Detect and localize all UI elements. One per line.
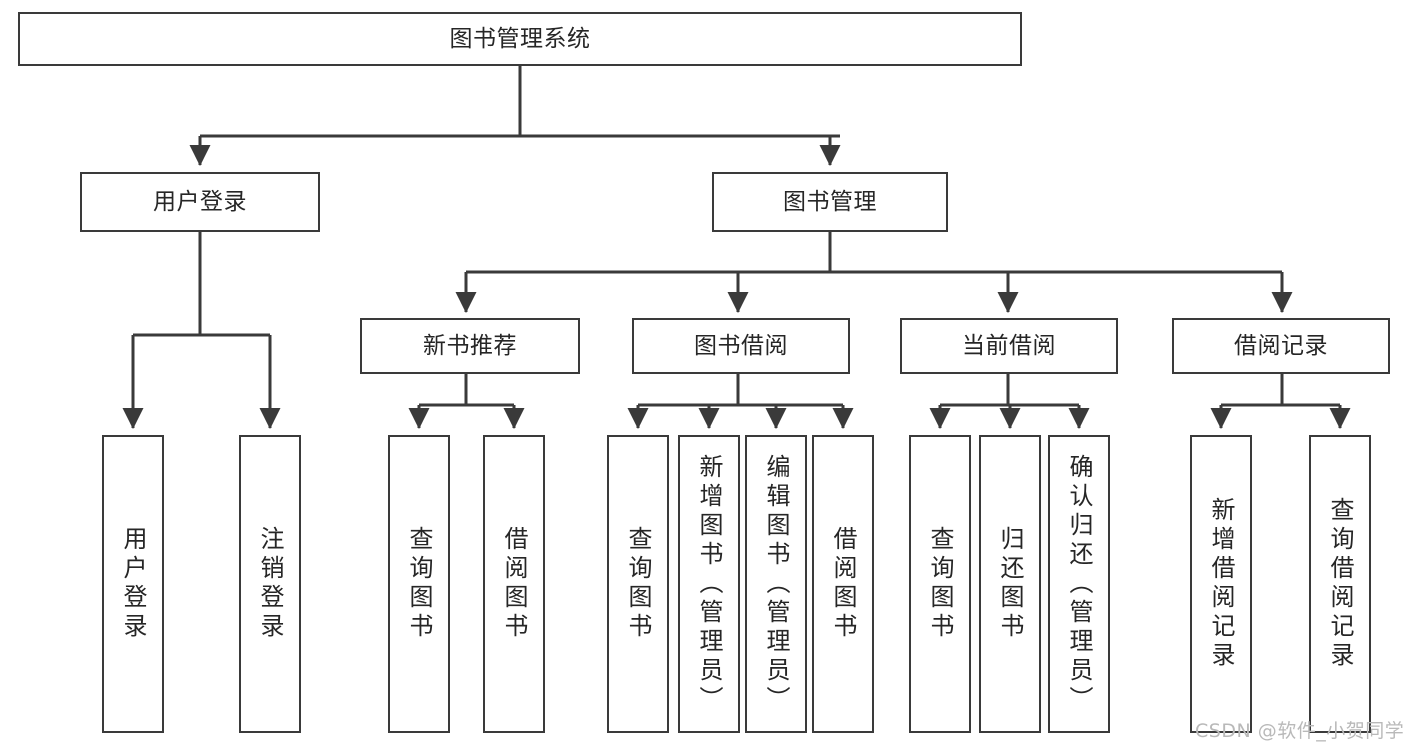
- node-user-login-label: 用户登录: [153, 188, 247, 215]
- node-book-management-label: 图书管理: [783, 188, 877, 215]
- leaf-new-book-query-label: 查询图书: [405, 526, 433, 642]
- node-current-borrow-label: 当前借阅: [962, 332, 1056, 359]
- node-book-management[interactable]: 图书管理: [712, 172, 948, 232]
- leaf-book-borrow-query-label: 查询图书: [624, 526, 652, 642]
- leaf-current-borrow-return-label: 归还图书: [996, 526, 1024, 642]
- node-new-book-recommend[interactable]: 新书推荐: [360, 318, 580, 374]
- leaf-book-borrow-lend[interactable]: 借阅图书: [812, 435, 874, 733]
- node-borrow-record[interactable]: 借阅记录: [1172, 318, 1390, 374]
- leaf-book-borrow-query[interactable]: 查询图书: [607, 435, 669, 733]
- node-book-borrow-label: 图书借阅: [694, 332, 788, 359]
- node-book-borrow[interactable]: 图书借阅: [632, 318, 850, 374]
- leaf-current-borrow-confirm-label: 确认归还（管理员）: [1065, 453, 1093, 715]
- leaf-current-borrow-query-label: 查询图书: [926, 526, 954, 642]
- leaf-book-borrow-lend-label: 借阅图书: [829, 526, 857, 642]
- node-user-login[interactable]: 用户登录: [80, 172, 320, 232]
- leaf-user-login-signin[interactable]: 用户登录: [102, 435, 164, 733]
- leaf-new-book-query[interactable]: 查询图书: [388, 435, 450, 733]
- leaf-borrow-record-query[interactable]: 查询借阅记录: [1309, 435, 1371, 733]
- leaf-book-borrow-edit-label: 编辑图书（管理员）: [762, 453, 790, 715]
- leaf-user-login-signin-label: 用户登录: [119, 526, 147, 642]
- leaf-book-borrow-add-label: 新增图书（管理员）: [695, 453, 723, 715]
- leaf-borrow-record-add-label: 新增借阅记录: [1207, 497, 1235, 671]
- node-root-label: 图书管理系统: [449, 25, 591, 52]
- node-new-book-recommend-label: 新书推荐: [423, 332, 517, 359]
- leaf-user-login-signout-label: 注销登录: [256, 526, 284, 642]
- csdn-watermark: CSDN @软件_小贺同学: [1195, 720, 1405, 742]
- leaf-current-borrow-confirm[interactable]: 确认归还（管理员）: [1048, 435, 1110, 733]
- leaf-new-book-borrow[interactable]: 借阅图书: [483, 435, 545, 733]
- node-borrow-record-label: 借阅记录: [1234, 332, 1328, 359]
- leaf-current-borrow-query[interactable]: 查询图书: [909, 435, 971, 733]
- leaf-borrow-record-add[interactable]: 新增借阅记录: [1190, 435, 1252, 733]
- leaf-user-login-signout[interactable]: 注销登录: [239, 435, 301, 733]
- leaf-borrow-record-query-label: 查询借阅记录: [1326, 497, 1354, 671]
- node-root[interactable]: 图书管理系统: [18, 12, 1022, 66]
- node-current-borrow[interactable]: 当前借阅: [900, 318, 1118, 374]
- leaf-current-borrow-return[interactable]: 归还图书: [979, 435, 1041, 733]
- leaf-new-book-borrow-label: 借阅图书: [500, 526, 528, 642]
- leaf-book-borrow-add[interactable]: 新增图书（管理员）: [678, 435, 740, 733]
- leaf-book-borrow-edit[interactable]: 编辑图书（管理员）: [745, 435, 807, 733]
